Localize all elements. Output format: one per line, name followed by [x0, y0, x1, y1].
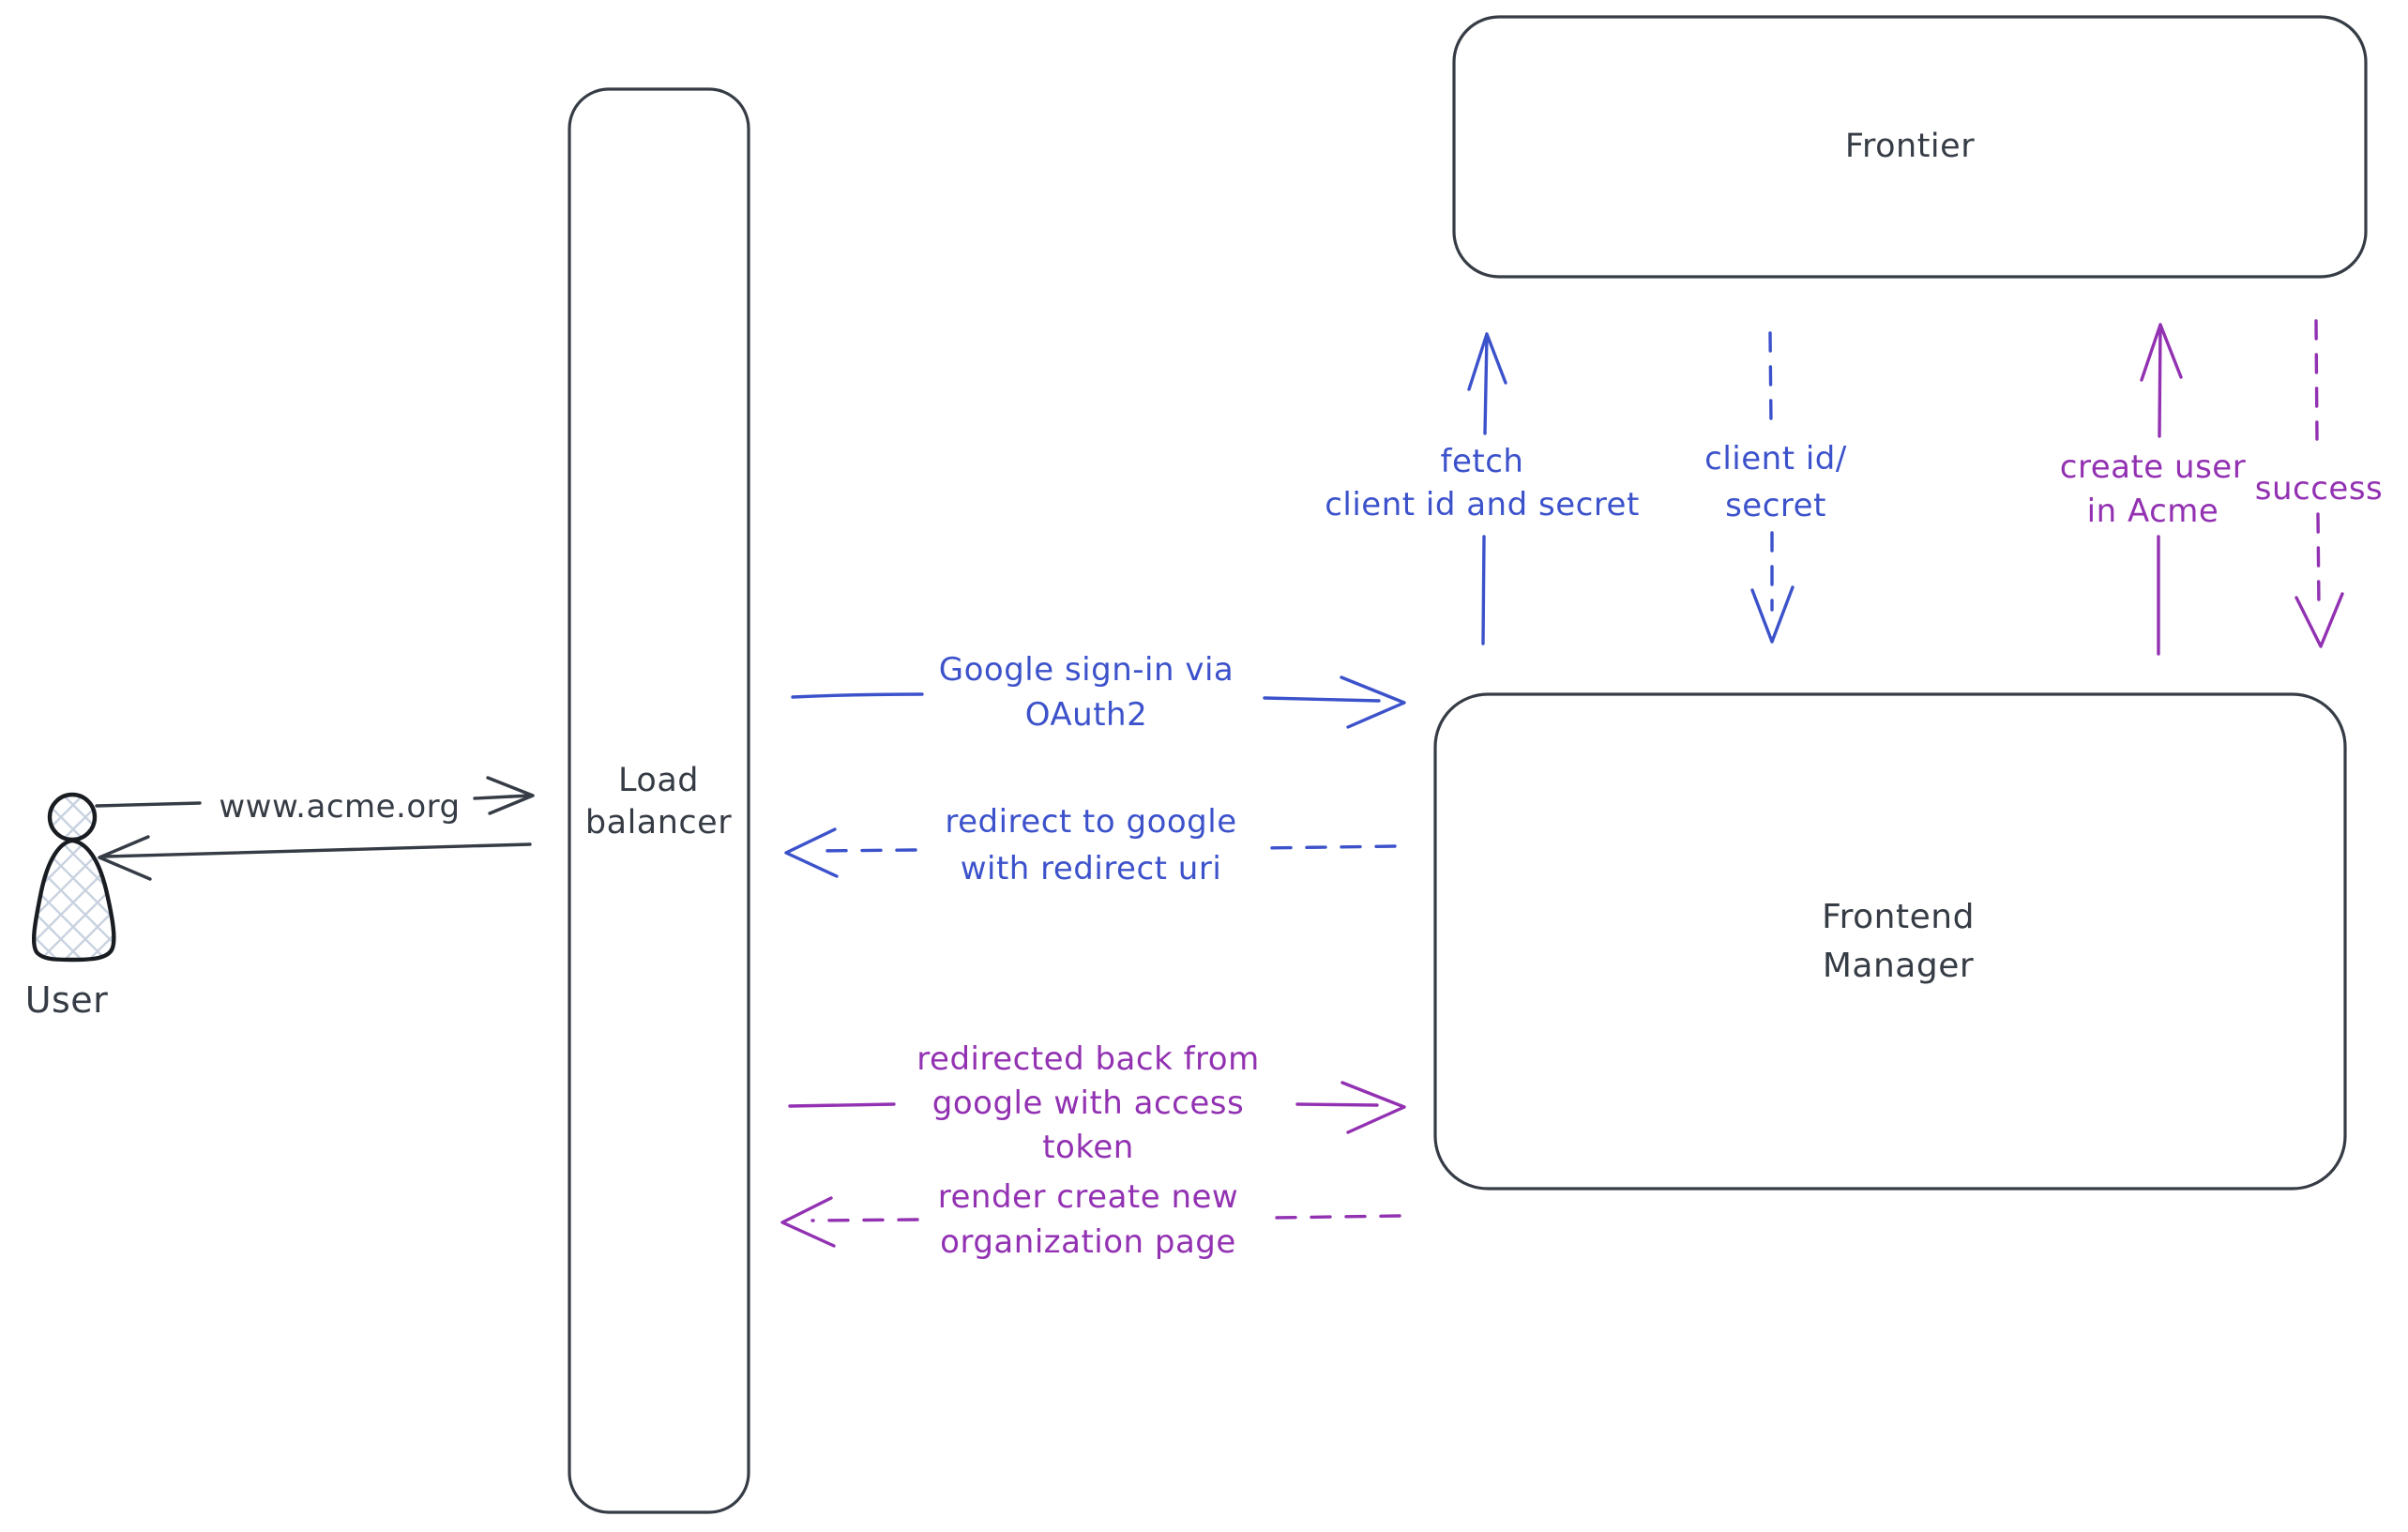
edge-label-success: success — [2255, 466, 2384, 511]
edge-label-line: render create new — [937, 1178, 1239, 1216]
frontend-manager-box — [1433, 692, 2347, 1191]
edge-label-line: secret — [1725, 487, 1826, 524]
user-icon — [31, 792, 116, 963]
arrow-redirect-to-google — [784, 827, 1397, 878]
edge-label-line: in Acme — [2086, 493, 2219, 530]
load-balancer-label-text: Load balancer — [584, 762, 733, 842]
user-label: User — [25, 979, 109, 1022]
frontier-box — [1452, 15, 2368, 279]
edge-label-line: fetch — [1440, 443, 1524, 480]
edge-label-www-acme: www.acme.org — [219, 784, 460, 829]
load-balancer-box — [568, 87, 750, 1514]
frontier-label: Frontier — [1845, 126, 1975, 168]
edge-label-create-user: create user in Acme — [2060, 446, 2246, 534]
edge-label-google-signin: Google sign-in via OAuth2 — [939, 647, 1234, 737]
edge-label-line: token — [1042, 1129, 1134, 1166]
frontend-manager-label: Frontend Manager — [1811, 893, 1985, 991]
edge-label-redirect-to-google: redirect to google with redirect uri — [945, 798, 1236, 892]
edge-label-fetch-client-id: fetch client id and secret — [1325, 440, 1640, 526]
frontend-manager-label-text: Frontend Manager — [1822, 898, 1975, 985]
frontier-label-text: Frontier — [1844, 128, 1976, 165]
edge-label-line: OAuth2 — [1024, 696, 1148, 734]
arrow-fetch-client-id — [1467, 332, 1507, 645]
arrow-create-user — [2140, 323, 2183, 656]
edge-label-line: www.acme.org — [219, 788, 461, 826]
arrow-render-org-page — [780, 1196, 1401, 1248]
edge-label-line: organization page — [940, 1223, 1236, 1261]
edge-label-line: create user — [2059, 448, 2247, 486]
edge-label-line: Google sign-in via — [938, 651, 1234, 689]
edge-label-line: with redirect uri — [960, 850, 1222, 887]
arrow-redirected-back — [788, 1081, 1406, 1134]
user-label-text: User — [24, 979, 109, 1021]
edge-label-line: redirected back from — [916, 1040, 1260, 1078]
edge-label-line: client id and secret — [1325, 486, 1640, 523]
load-balancer-label: Load balancer — [579, 760, 738, 844]
arrow-success — [2294, 319, 2344, 648]
edge-label-render-org-page: render create new organization page — [938, 1175, 1239, 1265]
arrow-www-acme-request — [95, 776, 535, 815]
arrow-acme-response — [98, 835, 532, 881]
edge-label-line: success — [2254, 470, 2384, 508]
arrow-client-id-secret — [1750, 331, 1795, 644]
edge-label-line: client id/ — [1704, 440, 1847, 478]
edge-label-redirected-back: redirected back from google with access … — [916, 1038, 1259, 1170]
edge-label-line: redirect to google — [945, 803, 1237, 841]
edge-label-line: google with access — [931, 1085, 1245, 1122]
edge-label-client-id-secret: client id/ secret — [1704, 435, 1847, 529]
arrow-google-signin — [791, 675, 1406, 729]
